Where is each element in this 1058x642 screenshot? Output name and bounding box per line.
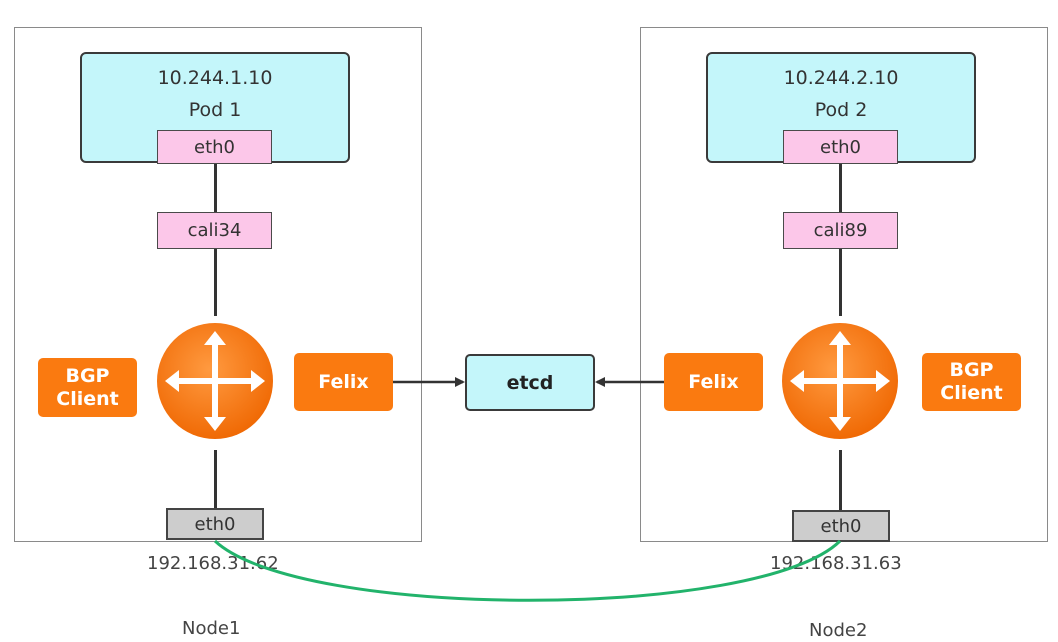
node2-label: Node2 — [809, 620, 868, 641]
node2-host-ip: 192.168.31.63 — [770, 553, 902, 574]
node2-veth: cali89 — [783, 212, 898, 249]
pod2-name: Pod 2 — [814, 99, 868, 121]
node1-label: Node1 — [182, 618, 241, 639]
pod1-eth0: eth0 — [157, 130, 272, 164]
node1-link-veth-router — [214, 249, 217, 316]
node1-felix: Felix — [294, 353, 393, 411]
pod2-eth0: eth0 — [783, 130, 898, 164]
node2-link-veth-router — [839, 249, 842, 316]
node2-link-pod-veth — [839, 164, 842, 212]
node2-felix: Felix — [664, 353, 763, 411]
node1-link-router-eth — [214, 450, 217, 508]
pod1-ip: 10.244.1.10 — [157, 67, 273, 89]
node2-host-eth0: eth0 — [792, 510, 890, 542]
node2-link-router-eth — [839, 450, 842, 510]
node2-router-icon — [782, 323, 898, 439]
node1-veth: cali34 — [157, 212, 272, 249]
node1-host-eth0: eth0 — [166, 508, 264, 540]
node1-router-icon — [157, 323, 273, 439]
node1-bgp-client: BGP Client — [38, 358, 137, 417]
etcd-box: etcd — [465, 354, 595, 411]
node2-bgp-client: BGP Client — [922, 353, 1021, 411]
node1-host-ip: 192.168.31.62 — [147, 553, 279, 574]
pod2-ip: 10.244.2.10 — [783, 67, 899, 89]
host-link-curve — [213, 539, 842, 602]
node1-link-pod-veth — [214, 164, 217, 212]
pod1-name: Pod 1 — [188, 99, 242, 121]
